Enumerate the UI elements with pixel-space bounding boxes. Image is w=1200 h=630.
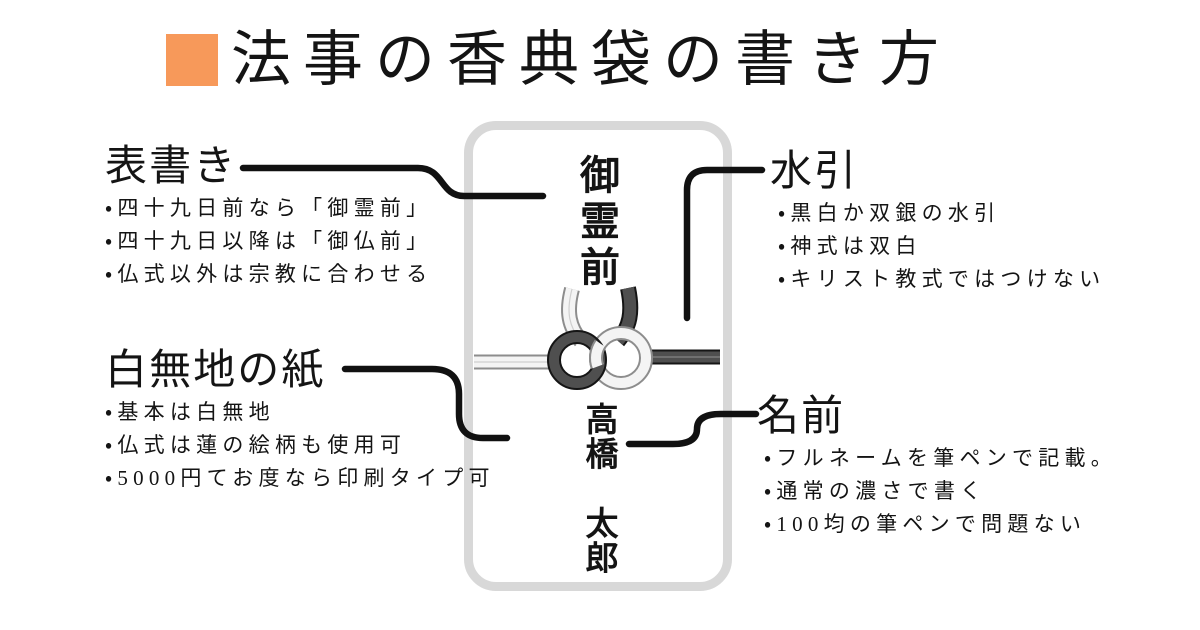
page-title: 法事の香典袋の書き方 xyxy=(166,27,951,93)
bullet-item: ・四十九日以降は「御仏前」 xyxy=(105,229,433,254)
bullet-item: ・四十九日前なら「御霊前」 xyxy=(105,196,433,221)
bullet-item: ・仏式以外は宗教に合わせる xyxy=(105,262,433,287)
page-title-text: 法事の香典袋の書き方 xyxy=(231,27,951,93)
section-mizuhiki-bullets: ・黒白か双銀の水引 ・神式は双白 ・キリスト教式ではつけない xyxy=(770,197,1105,296)
section-shiromuji-heading: 白無地の紙 xyxy=(105,348,326,394)
section-omotegaki: 表書き ・四十九日前なら「御霊前」 ・四十九日以降は「御仏前」 ・仏式以外は宗教… xyxy=(105,144,432,291)
bullet-item: ・神式は双白 xyxy=(778,234,922,259)
section-omotegaki-heading: 表書き xyxy=(105,144,238,190)
envelope-name: 高橋 太郎 xyxy=(580,402,616,576)
bullet-item: ・フルネームを筆ペンで記載。 xyxy=(764,446,1118,471)
section-namae-bullets: ・フルネームを筆ペンで記載。 ・通常の濃さで書く ・100均の筆ペンで問題ない xyxy=(757,442,1117,541)
bullet-item: ・5000円てお度なら印刷タイプ可 xyxy=(105,466,495,491)
section-shiromuji-bullets: ・基本は白無地 ・仏式は蓮の絵柄も使用可 ・5000円てお度なら印刷タイプ可 xyxy=(105,396,495,495)
section-shiromuji: 白無地の紙 ・基本は白無地 ・仏式は蓮の絵柄も使用可 ・5000円てお度なら印刷… xyxy=(105,348,495,495)
section-omotegaki-bullets: ・四十九日前なら「御霊前」 ・四十九日以降は「御仏前」 ・仏式以外は宗教に合わせ… xyxy=(105,192,432,291)
bullet-item: ・基本は白無地 xyxy=(105,400,275,425)
bullet-item: ・黒白か双銀の水引 xyxy=(778,201,1001,226)
section-mizuhiki-heading: 水引 xyxy=(770,149,859,195)
section-mizuhiki: 水引 ・黒白か双銀の水引 ・神式は双白 ・キリスト教式ではつけない xyxy=(770,149,1105,296)
bullet-item: ・通常の濃さで書く xyxy=(764,479,987,504)
bullet-item: ・仏式は蓮の絵柄も使用可 xyxy=(105,433,407,458)
section-namae-heading: 名前 xyxy=(757,394,846,440)
section-namae: 名前 ・フルネームを筆ペンで記載。 ・通常の濃さで書く ・100均の筆ペンで問題… xyxy=(757,394,1117,541)
bullet-item: ・100均の筆ペンで問題ない xyxy=(764,512,1087,537)
bullet-item: ・キリスト教式ではつけない xyxy=(778,267,1106,292)
orange-square-icon xyxy=(166,34,218,86)
envelope-front-writing: 御霊前 xyxy=(574,154,619,292)
